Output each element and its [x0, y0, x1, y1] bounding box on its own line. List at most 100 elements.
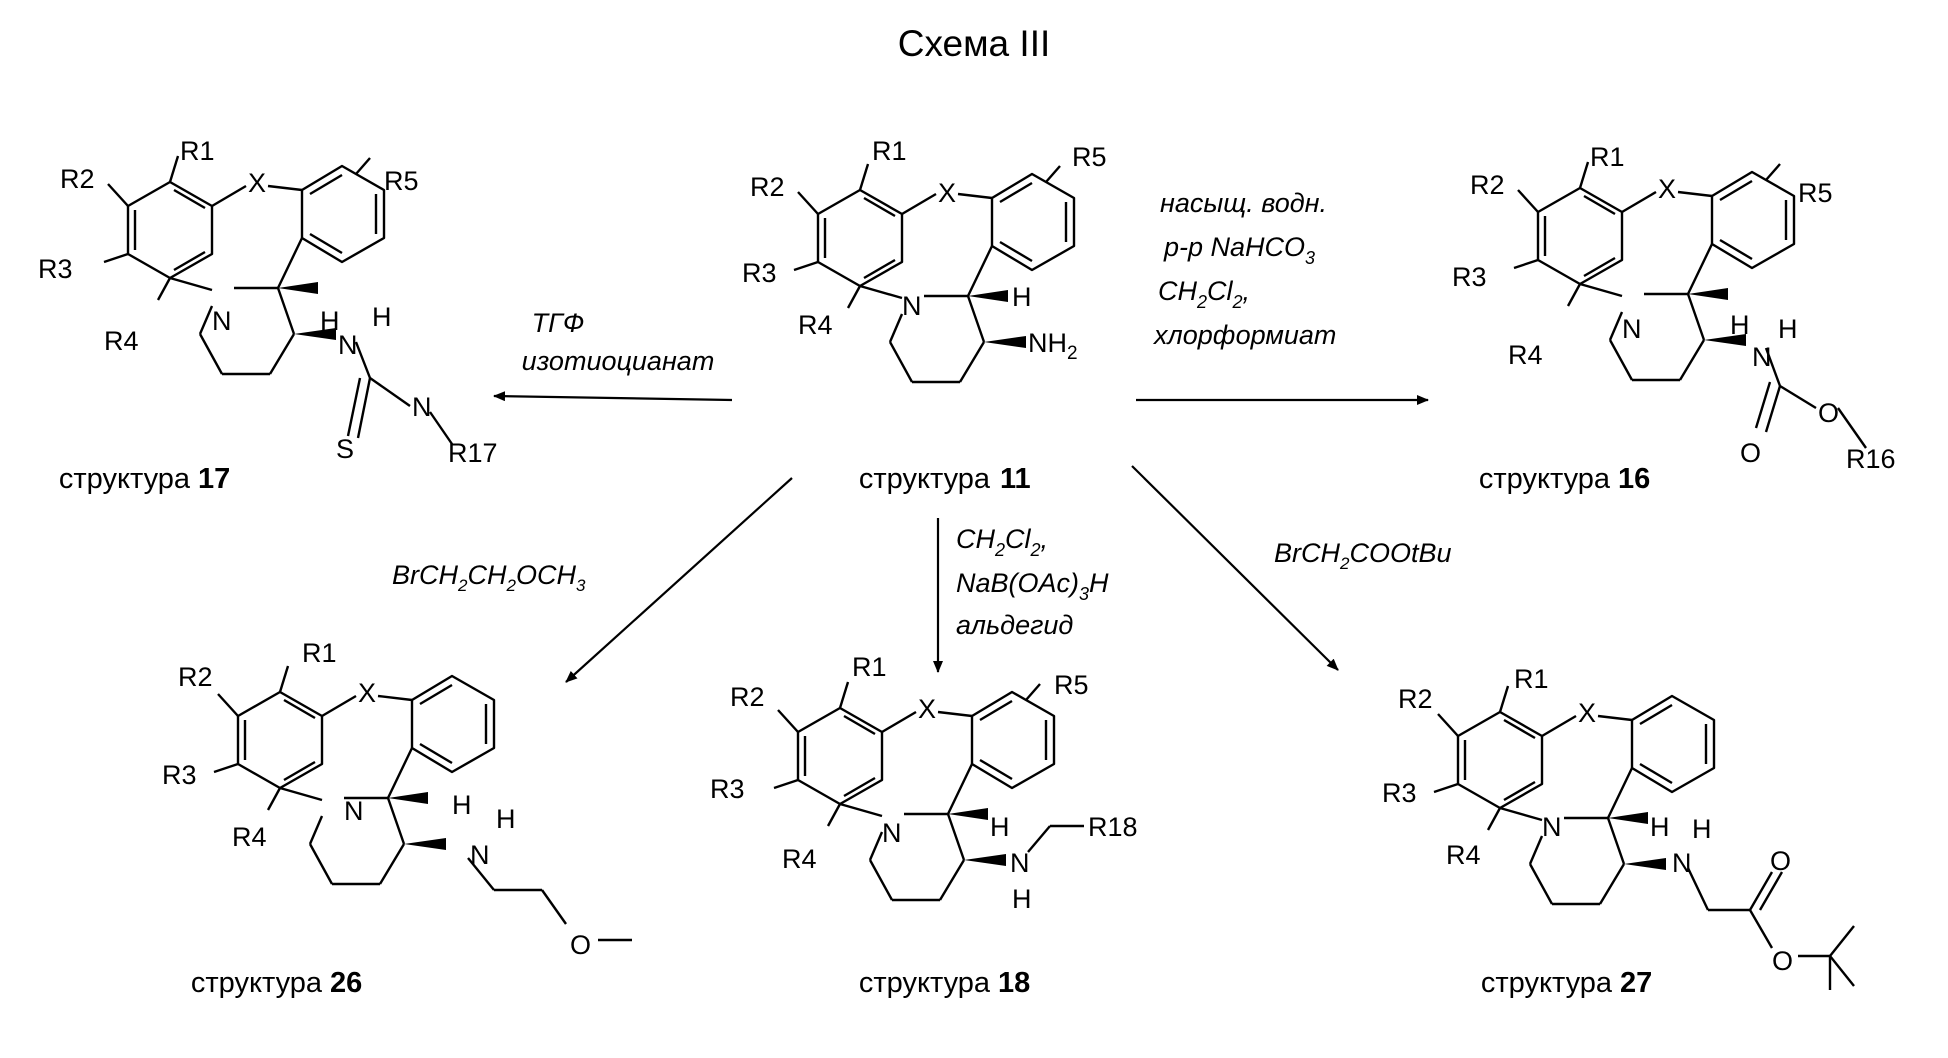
- s16-n: N: [1622, 314, 1642, 344]
- s11-r2: R2: [750, 172, 785, 202]
- cond16-line4: хлорформиат: [1152, 320, 1336, 350]
- s16-nh: N: [1752, 342, 1772, 372]
- s18-r18: R18: [1088, 812, 1138, 842]
- s17-r1: R1: [180, 136, 215, 166]
- s16-r5: R5: [1798, 178, 1833, 208]
- cond26: BrCH2CH2OCH3: [392, 560, 586, 595]
- s16-h: H: [1730, 310, 1750, 340]
- caption-18-num: 18: [998, 967, 1030, 999]
- s16-r16: R16: [1846, 444, 1896, 474]
- s17-n: N: [212, 306, 232, 336]
- s18-r1: R1: [852, 652, 887, 682]
- caption-17-text: структура: [59, 463, 191, 495]
- s27-h: H: [1650, 812, 1670, 842]
- s16-o1: O: [1740, 438, 1761, 468]
- conditions-to-17: ТГФ изотиоцианат: [522, 308, 715, 376]
- caption-17-num: 17: [198, 463, 230, 495]
- s26-x: X: [358, 678, 376, 708]
- cond16-line1: насыщ. водн.: [1160, 188, 1327, 218]
- s18-h: H: [990, 812, 1010, 842]
- s27-x: X: [1578, 698, 1596, 728]
- s11-r4: R4: [798, 310, 833, 340]
- s26-r2: R2: [178, 662, 213, 692]
- caption-26-num: 26: [330, 967, 362, 999]
- s11-r1: R1: [872, 136, 907, 166]
- s16-r1: R1: [1590, 142, 1625, 172]
- s18-r3: R3: [710, 774, 745, 804]
- s26-n: N: [344, 796, 364, 826]
- s16-r3: R3: [1452, 262, 1487, 292]
- structure-11: R1 R2 R3 R4 R5 X N H NH2: [742, 136, 1107, 382]
- arrow-to-27: [1132, 466, 1338, 670]
- s17-nh: N: [338, 330, 358, 360]
- caption-11-num: 11: [1000, 463, 1031, 495]
- s26-o: O: [570, 930, 591, 960]
- scheme-title: Схема III: [898, 23, 1051, 64]
- arrow-to-17: [494, 396, 732, 400]
- s17-r3: R3: [38, 254, 73, 284]
- s17-r5: R5: [384, 166, 419, 196]
- caption-27-text: структура: [1481, 967, 1613, 999]
- s18-x: X: [918, 694, 936, 724]
- caption-16-num: 16: [1618, 463, 1650, 495]
- s17-h: H: [320, 306, 340, 336]
- s27-r2: R2: [1398, 684, 1433, 714]
- caption-27-num: 27: [1620, 967, 1652, 999]
- caption-26-text: структура: [191, 967, 323, 999]
- structure-16: R1 R2 R3 R4 R5 X N H N H O O R16: [1452, 142, 1896, 474]
- s18-n: N: [882, 818, 902, 848]
- s17-r2: R2: [60, 164, 95, 194]
- s18-nh-h: H: [1012, 884, 1032, 914]
- s27-nh-h: H: [1692, 814, 1712, 844]
- s18-r4: R4: [782, 844, 817, 874]
- structure-27: R1 R2 R3 R4 X N H N H O O: [1382, 664, 1854, 990]
- s11-r3: R3: [742, 258, 777, 288]
- s16-r4: R4: [1508, 340, 1543, 370]
- s17-nh-h: H: [372, 302, 392, 332]
- s16-x: X: [1658, 174, 1676, 204]
- s11-r5: R5: [1072, 142, 1107, 172]
- s27-nh: N: [1672, 848, 1692, 878]
- cond18-line1: CH2Cl2,: [956, 524, 1048, 560]
- cond27: BrCH2COOtBu: [1274, 538, 1452, 573]
- caption-16-text: структура: [1479, 463, 1611, 495]
- caption-18-text: структура: [859, 967, 991, 999]
- cond17-line2: изотиоцианат: [522, 346, 715, 376]
- s17-r17: R17: [448, 438, 498, 468]
- cond18-line3: альдегид: [956, 610, 1073, 640]
- arrow-to-26: [566, 478, 792, 682]
- s26-h: H: [452, 790, 472, 820]
- s11-x: X: [938, 178, 956, 208]
- s26-r4: R4: [232, 822, 267, 852]
- caption-11-text: структура: [859, 463, 991, 495]
- s16-nh-h: H: [1778, 314, 1798, 344]
- s11-nh2: NH2: [1028, 328, 1078, 364]
- s17-s: S: [336, 434, 354, 464]
- s27-r3: R3: [1382, 778, 1417, 808]
- s11-n: N: [902, 291, 922, 321]
- s18-r2: R2: [730, 682, 765, 712]
- s27-o1: O: [1770, 846, 1791, 876]
- cond17-line1: ТГФ: [532, 308, 585, 338]
- cond16-line2: р-р NaHCO3: [1163, 232, 1315, 268]
- cond18-line2: NaB(OAc)3H: [956, 568, 1109, 604]
- structure-18: R1 R2 R3 R4 R5 X N H N H R18: [710, 652, 1138, 914]
- s27-r4: R4: [1446, 840, 1481, 870]
- s27-r1: R1: [1514, 664, 1549, 694]
- s27-o2: O: [1772, 946, 1793, 976]
- s26-nh-h: H: [496, 804, 516, 834]
- s17-r4: R4: [104, 326, 139, 356]
- s18-r5: R5: [1054, 670, 1089, 700]
- structure-17: R1 R2 R3 R4 R5 X N H N H S N R17: [38, 136, 498, 468]
- cond16-line3: CH2Cl2,: [1158, 276, 1250, 312]
- structure-26: R1 R2 R3 R4 X N H N H O: [162, 638, 632, 960]
- s26-r3: R3: [162, 760, 197, 790]
- conditions-to-16: насыщ. водн. р-р NaHCO3 CH2Cl2, хлорформ…: [1152, 188, 1336, 350]
- s16-r2: R2: [1470, 170, 1505, 200]
- s18-nh: N: [1010, 848, 1030, 878]
- s27-n: N: [1542, 812, 1562, 842]
- s11-h: H: [1012, 282, 1032, 312]
- s17-x: X: [248, 168, 266, 198]
